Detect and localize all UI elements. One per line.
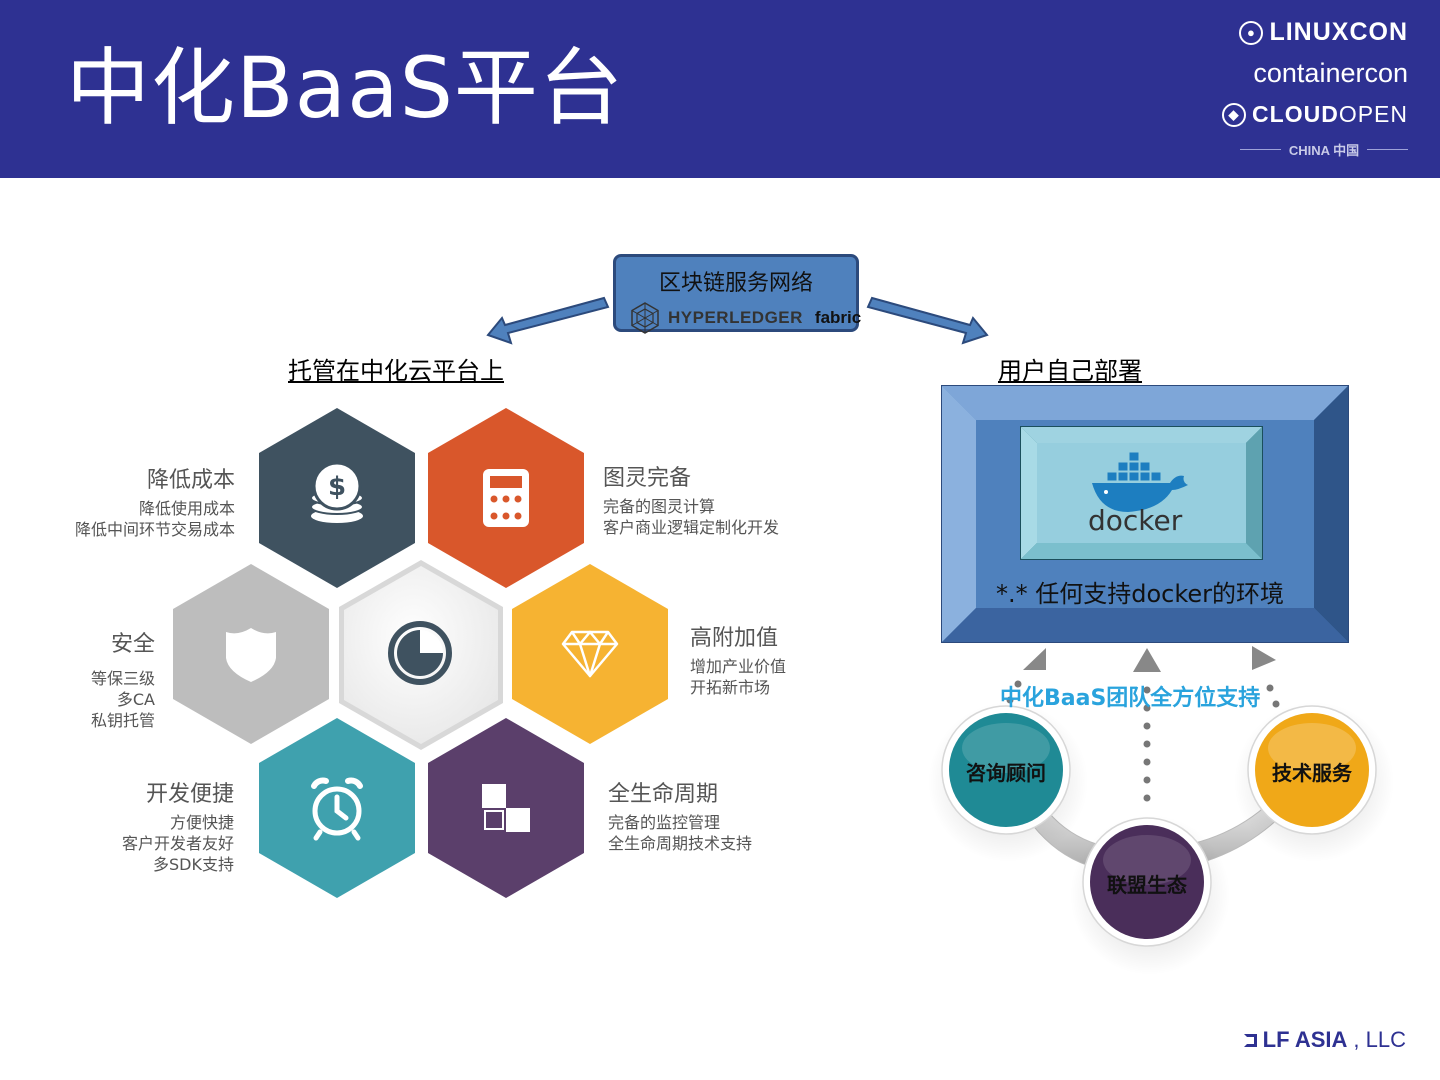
docker-whale-icon: [1092, 451, 1188, 512]
bubble-consulting: [928, 702, 1088, 862]
containercon-logo: containercon: [1253, 58, 1408, 88]
feature-turing: 图灵完备 完备的图灵计算 客户商业逻辑定制化开发: [603, 466, 780, 537]
checker-icon: [482, 784, 530, 832]
feature-security: 安全 等保三级 多CA 私钥托管: [90, 632, 155, 730]
support-title: 中化BaaS团队全方位支持: [1000, 686, 1261, 711]
bubble-label-consulting: 咨询顾问: [966, 761, 1046, 785]
coins-icon: $: [310, 461, 364, 523]
feature-cost: 降低成本 降低使用成本 降低中间环节交易成本: [74, 468, 235, 539]
fabric-text: fabric: [814, 308, 862, 327]
hosted-section-title: 托管在中化云平台上: [288, 357, 504, 385]
calculator-icon: [483, 469, 529, 527]
page-title: 中化BaaS平台: [66, 39, 624, 137]
docker-frame: [941, 385, 1349, 643]
self-deploy-section-title: 用户自己部署: [998, 357, 1142, 385]
docker-caption: *.* 任何支持docker的环境: [996, 580, 1285, 608]
alarm-clock-icon: [311, 777, 363, 841]
hyperledger-icon: [631, 302, 659, 334]
diamond-icon: [561, 630, 619, 678]
shield-icon: [226, 628, 276, 682]
penguin-icon: ●: [1239, 20, 1264, 45]
feature-lifecycle: 全生命周期 完备的监控管理 全生命周期技术支持: [608, 782, 753, 853]
lf-logo-icon: [1243, 1033, 1257, 1047]
hyperledger-logo: HYPERLEDGER fabric: [628, 301, 861, 335]
arrow-right: [866, 296, 989, 345]
feature-value: 高附加值 增加产业价值 开拓新市场: [690, 626, 787, 697]
china-tag: CHINA 中国: [1240, 140, 1409, 159]
hex-value: [512, 564, 668, 744]
bubble-alliance: [1070, 815, 1230, 975]
header-bar: 中化BaaS平台 ● LINUXCON containercon ◆ CLOUD…: [0, 0, 1440, 178]
pie-chart-icon: [388, 621, 452, 685]
cloud-hex-icon: ◆: [1222, 102, 1247, 127]
divider: [1367, 149, 1409, 150]
bubble-label-alliance: 联盟生态: [1107, 873, 1187, 897]
feature-dev: 开发便捷 方便快捷 客户开发者友好 多SDK支持: [121, 782, 234, 874]
blockchain-network-box: 区块链服务网络 HYPERLEDGER fabric: [613, 254, 861, 335]
linuxcon-logo: ● LINUXCON: [1239, 18, 1408, 47]
bubble-label-tech: 技术服务: [1272, 761, 1352, 785]
arrow-left: [486, 296, 610, 345]
bubble-tech: [1234, 702, 1394, 862]
divider: [1240, 149, 1281, 150]
hyperledger-text: HYPERLEDGER: [668, 308, 803, 327]
docker-wordmark: docker: [1088, 504, 1183, 537]
footer-brand: LF ASIA, LLC: [1243, 1027, 1406, 1053]
network-title: 区块链服务网络: [658, 271, 813, 296]
svg-text:$: $: [328, 472, 346, 502]
